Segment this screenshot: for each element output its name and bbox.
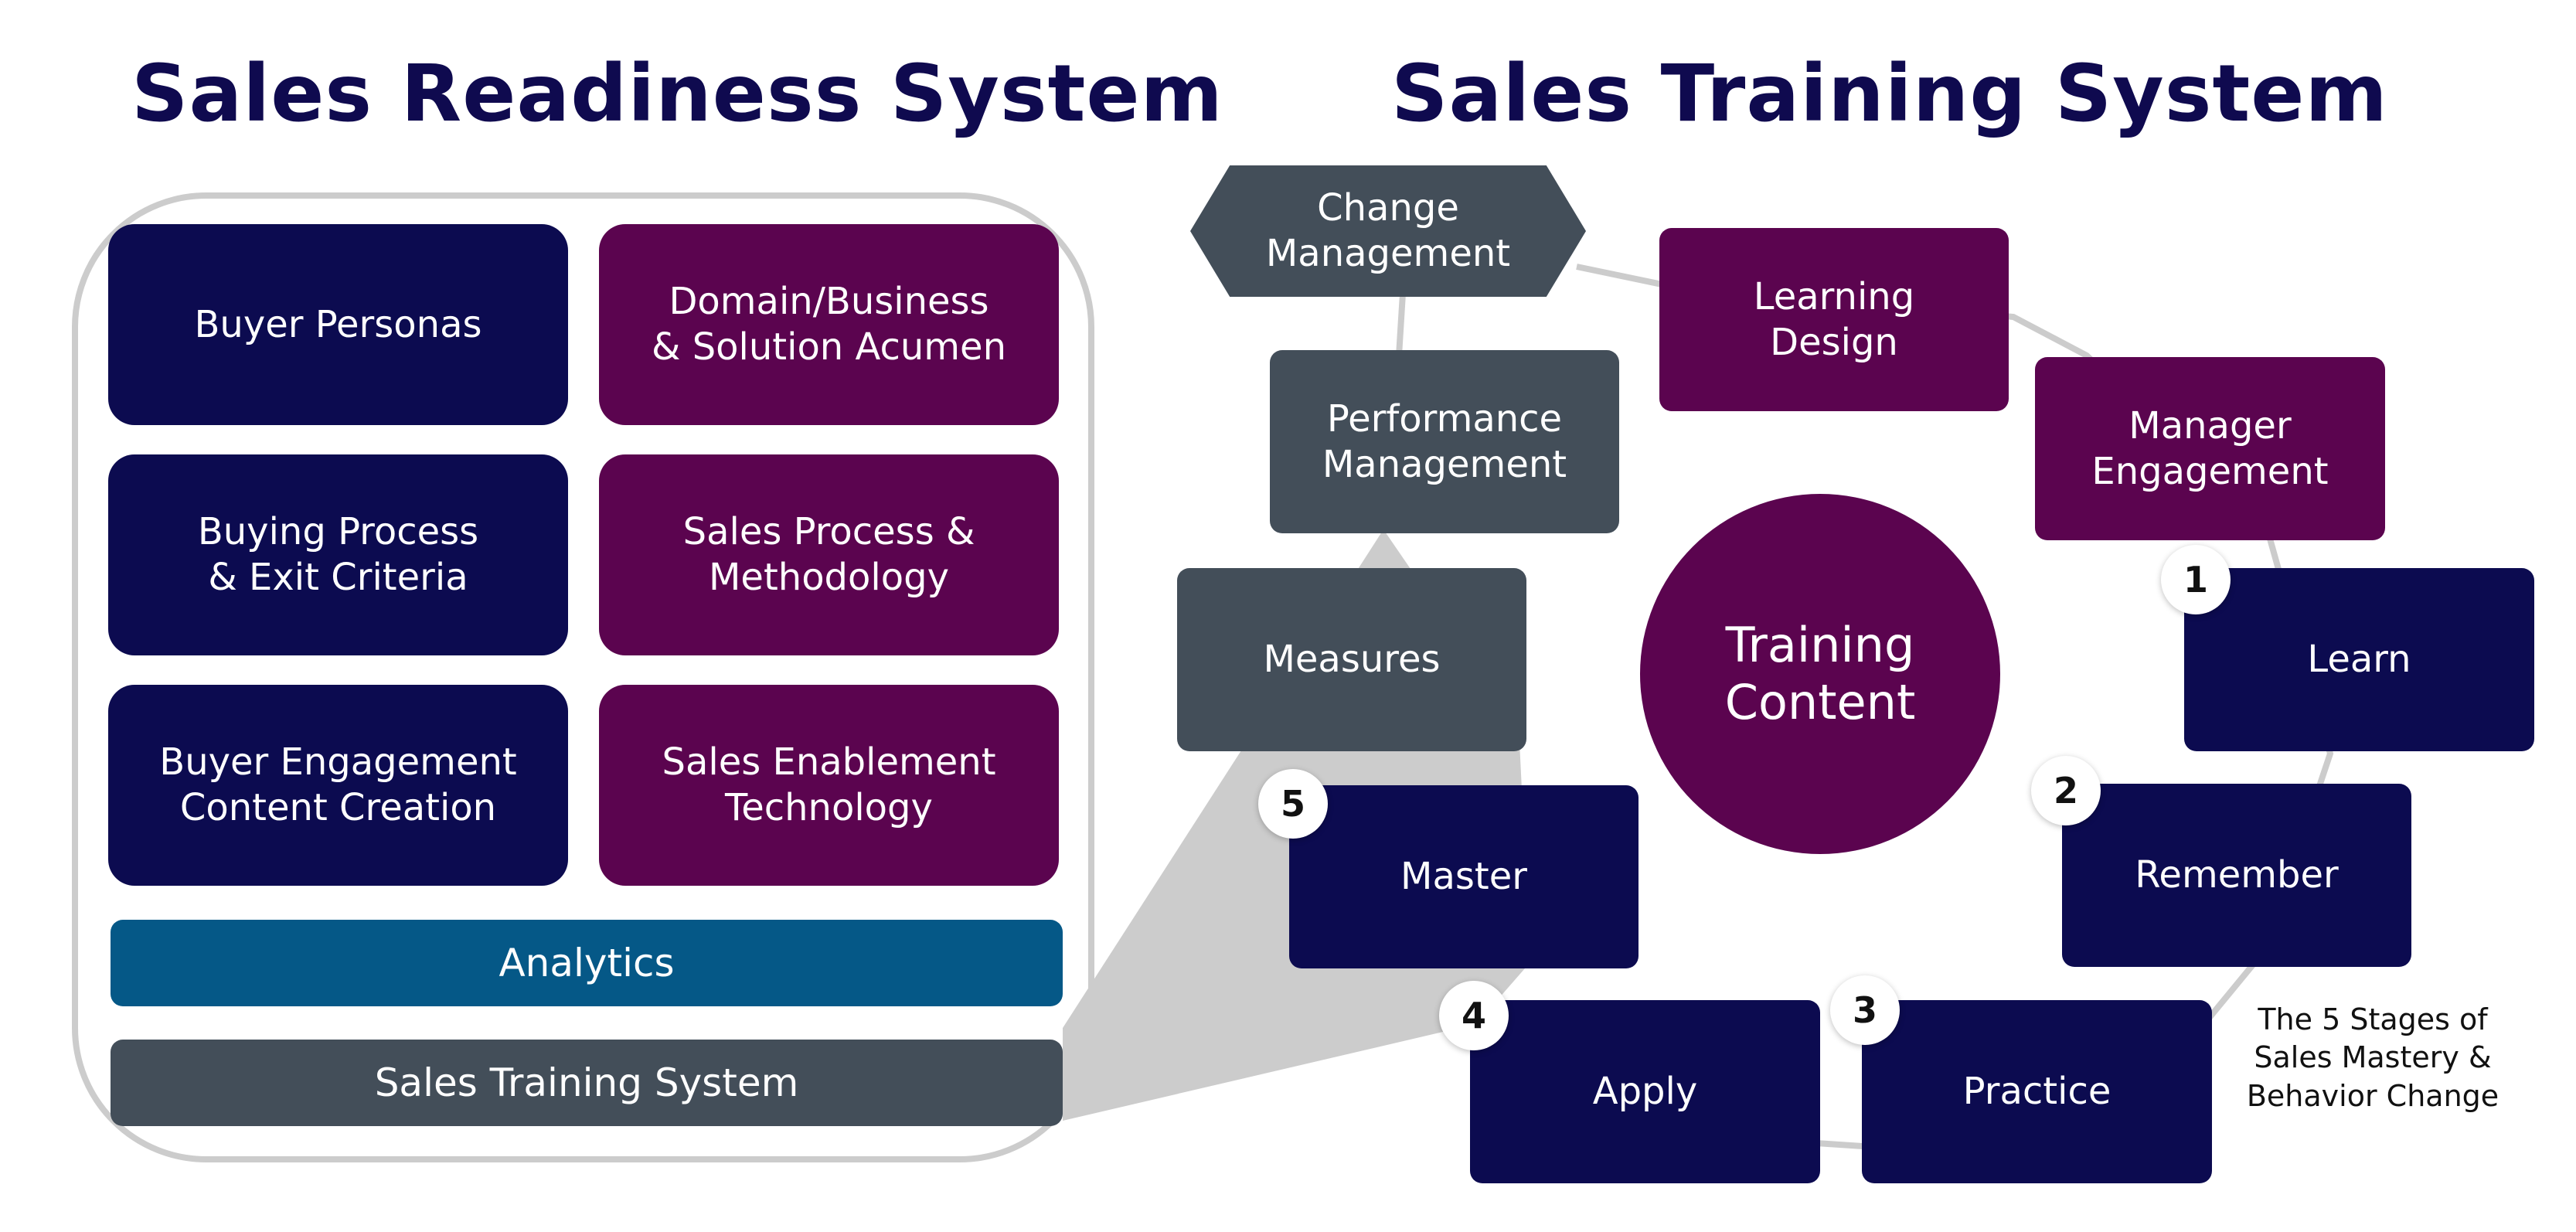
domain-acumen-box: Domain/Business & Solution Acumen xyxy=(599,224,1059,425)
readiness-outline xyxy=(72,192,1094,1162)
training-title: Sales Training System xyxy=(1391,48,2388,140)
sales-training-system-bar: Sales Training System xyxy=(111,1040,1063,1126)
measures-box: Measures xyxy=(1177,568,1526,751)
change-management-hexagon: Change Management xyxy=(1190,165,1586,297)
stage-4-badge: 4 xyxy=(1439,981,1509,1050)
stage-master-box: Master xyxy=(1289,785,1638,968)
manager-engagement-box: Manager Engagement xyxy=(2035,357,2385,540)
sales-process-box: Sales Process & Methodology xyxy=(599,454,1059,655)
stages-caption: The 5 Stages of Sales Mastery & Behavior… xyxy=(2246,1002,2499,1113)
stage-2-badge: 2 xyxy=(2031,756,2101,825)
stage-5-badge: 5 xyxy=(1258,769,1328,839)
sales-enablement-box: Sales Enablement Technology xyxy=(599,685,1059,886)
training-content-circle: Training Content xyxy=(1640,494,2000,854)
buyer-engagement-box: Buyer Engagement Content Creation xyxy=(108,685,568,886)
readiness-title: Sales Readiness System xyxy=(131,48,1223,140)
stage-1-badge: 1 xyxy=(2161,545,2231,614)
stage-3-badge: 3 xyxy=(1830,975,1900,1045)
performance-management-box: Performance Management xyxy=(1270,350,1619,533)
analytics-bar: Analytics xyxy=(111,920,1063,1006)
stage-remember-box: Remember xyxy=(2062,784,2411,967)
buying-process-box: Buying Process & Exit Criteria xyxy=(108,454,568,655)
buyer-personas-box: Buyer Personas xyxy=(108,224,568,425)
learning-design-box: Learning Design xyxy=(1659,228,2009,411)
stage-learn-box: Learn xyxy=(2184,568,2534,751)
stage-practice-box: Practice xyxy=(1862,1000,2212,1183)
spoke-change-performance xyxy=(1396,293,1406,356)
stage-apply-box: Apply xyxy=(1470,1000,1820,1183)
